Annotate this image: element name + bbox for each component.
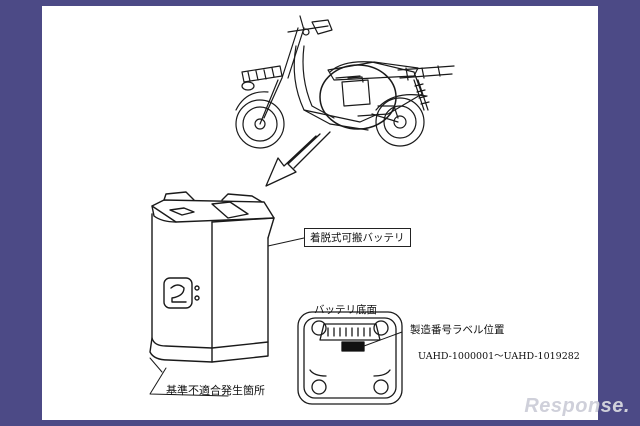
battery-pack (149, 191, 275, 363)
enlarge-arrow (265, 131, 331, 187)
response-watermark: Response. (524, 395, 630, 417)
serial-label-position-text: 製造番号ラベル位置 (410, 324, 505, 336)
scooter-illustration (235, 15, 455, 149)
serial-range-text: UAHD-1000001～UAHD-1019282 (418, 351, 580, 362)
battery-bottom-view (297, 311, 403, 405)
battery-name-label: 着脱式可搬バッテリ (304, 228, 411, 247)
battery-bottom-title: バッテリ底面 (314, 304, 377, 316)
defect-location-label: 基準不適合発生箇所 (166, 384, 265, 397)
diagram-sheet: 着脱式可搬バッテリ バッテリ底面 製造番号ラベル位置 UAHD-1000001～… (42, 6, 598, 420)
diagram-drawing (149, 15, 455, 405)
